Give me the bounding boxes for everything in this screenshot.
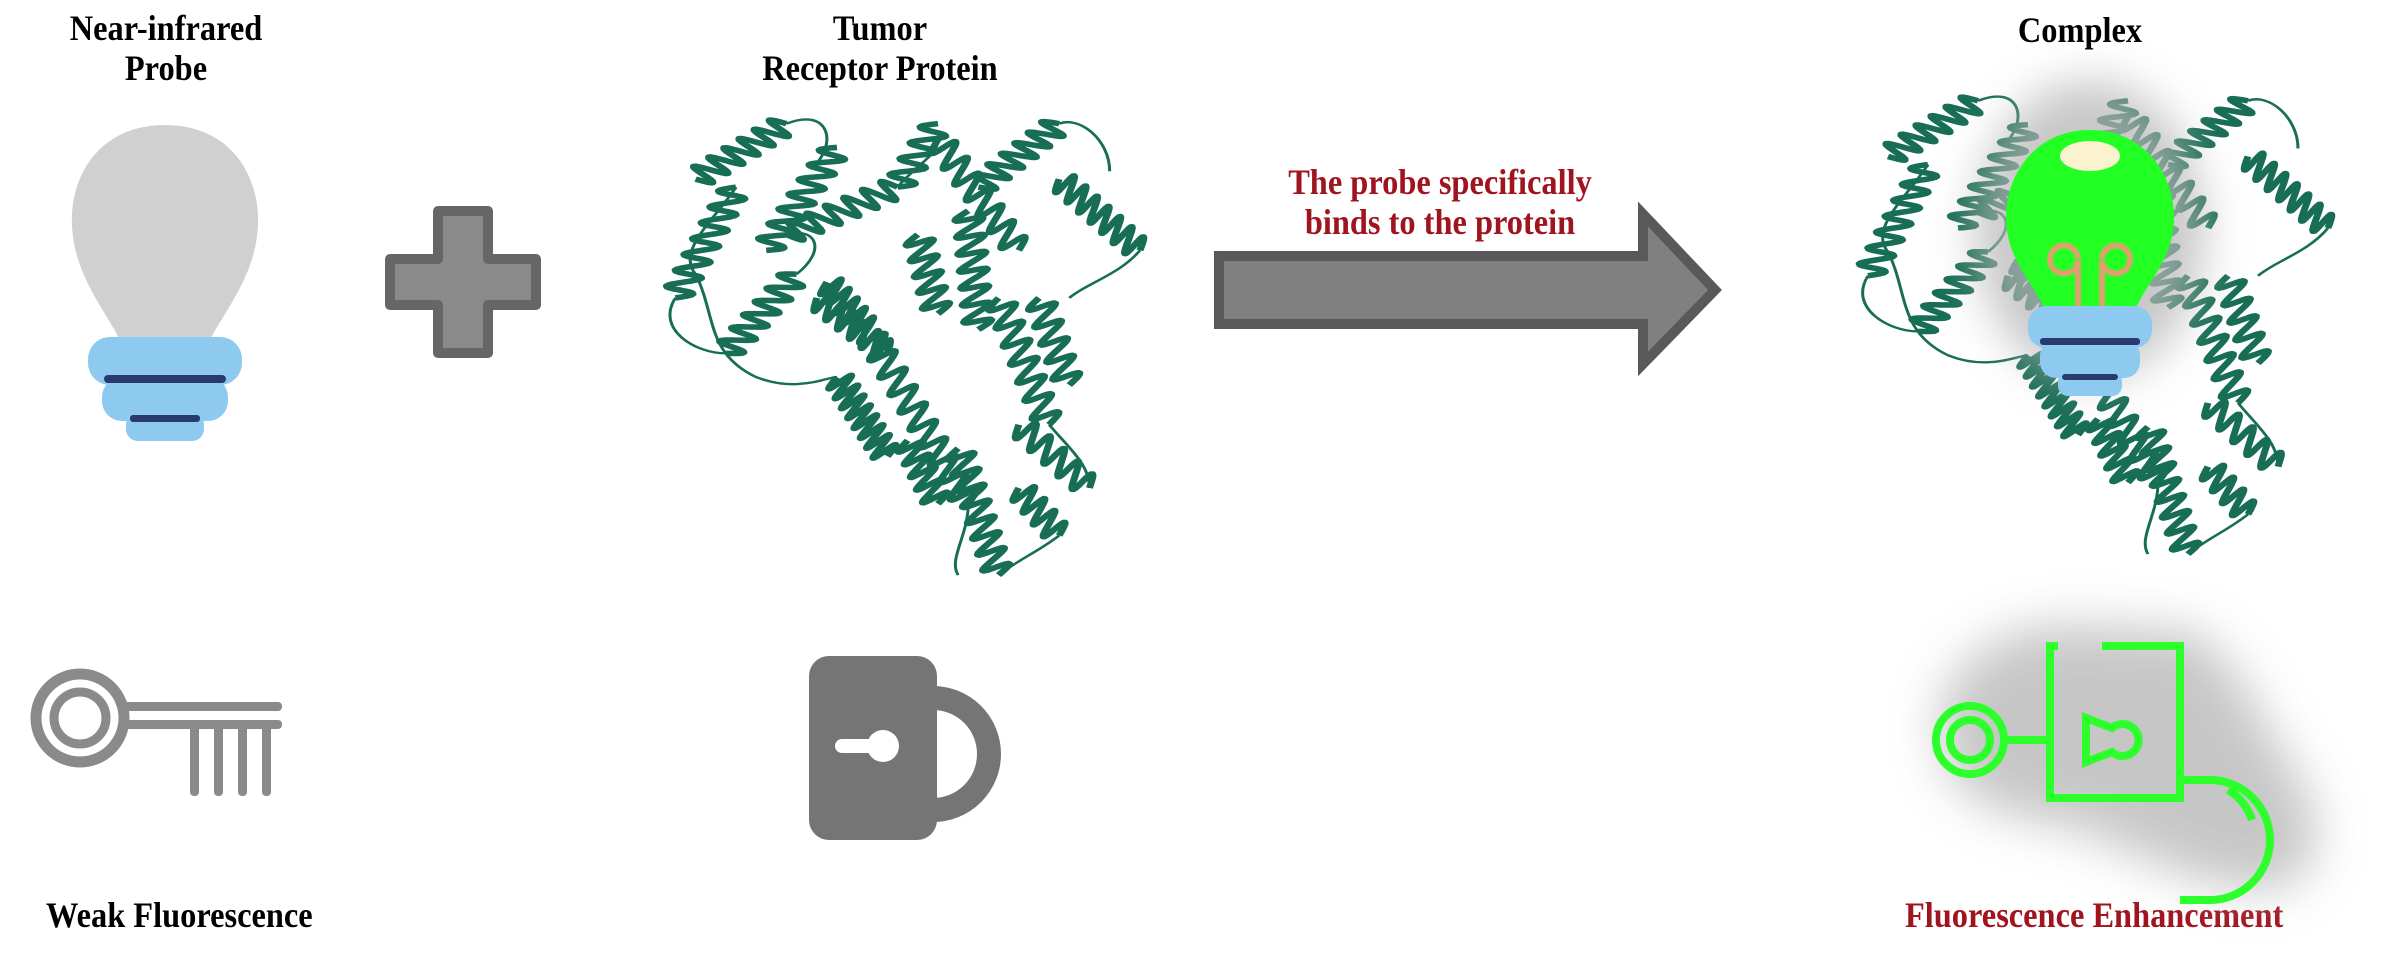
arrow-caption-line2: binds to the protein <box>1304 202 1576 242</box>
protein-helix <box>1024 296 1084 387</box>
protein-helix <box>2240 150 2336 235</box>
protein-helix <box>689 117 793 186</box>
protein-loop <box>668 297 726 355</box>
protein-helix <box>2085 417 2141 485</box>
arrow-caption-line1: The probe specifically <box>1288 162 1592 202</box>
protein-helix <box>1882 94 1984 163</box>
protein-title: Tumor Receptor Protein <box>754 8 1006 88</box>
protein-helix <box>894 438 952 506</box>
arrow-caption: The probe specifically binds to the prot… <box>1278 162 1602 242</box>
protein-helix <box>662 184 749 301</box>
protein-title-line1: Tumor <box>832 8 928 48</box>
protein-loop <box>2247 98 2300 149</box>
protein-helix <box>825 372 900 461</box>
right-arrow-icon <box>1214 201 1722 377</box>
protein-helix <box>886 120 950 190</box>
key-icon <box>30 668 282 796</box>
protein-helix <box>1908 249 1998 335</box>
protein-loop <box>2143 482 2160 555</box>
protein-helix <box>1051 173 1148 257</box>
lightbulb-on-icon <box>1975 80 2205 396</box>
protein-loop <box>1058 121 1112 172</box>
complex-title: Complex <box>2017 10 2143 50</box>
protein-structure <box>662 117 1148 577</box>
protein-title-line2: Receptor Protein <box>762 48 998 88</box>
protein-loop <box>1881 163 2029 364</box>
protein-helix <box>784 178 900 243</box>
probe-title: Near-infrared Probe <box>67 8 265 88</box>
lightbulb-off-icon <box>71 125 259 441</box>
protein-loop <box>953 503 970 576</box>
plus-icon <box>385 206 541 358</box>
protein-loop <box>1068 249 1142 299</box>
protein-helix <box>716 271 807 357</box>
weak-fluorescence-label: Weak Fluorescence <box>46 895 313 935</box>
lock-icon <box>809 656 1001 840</box>
protein-helix <box>1011 420 1097 493</box>
protein-helix <box>2016 350 2090 440</box>
protein-helix <box>2214 273 2272 366</box>
protein-loop <box>1861 275 1919 333</box>
probe-title-line1: Near-infrared <box>69 8 263 48</box>
protein-helix <box>943 446 1014 577</box>
protein-helix <box>928 138 1029 252</box>
protein-loop <box>2256 227 2330 277</box>
protein-helix <box>816 276 878 336</box>
unlocked-key-lock-icon <box>1932 624 2317 904</box>
protein-helix <box>2133 424 2203 556</box>
protein-helix <box>902 232 954 316</box>
protein-loop <box>785 118 829 164</box>
protein-helix <box>1009 484 1069 540</box>
protein-helix <box>2201 398 2285 471</box>
probe-title-line2: Probe <box>124 48 208 88</box>
protein-helix <box>1855 161 1941 279</box>
protein-loop <box>688 186 838 386</box>
protein-helix <box>2198 462 2258 519</box>
protein-helix <box>970 118 1067 192</box>
protein-helix <box>985 296 1063 427</box>
